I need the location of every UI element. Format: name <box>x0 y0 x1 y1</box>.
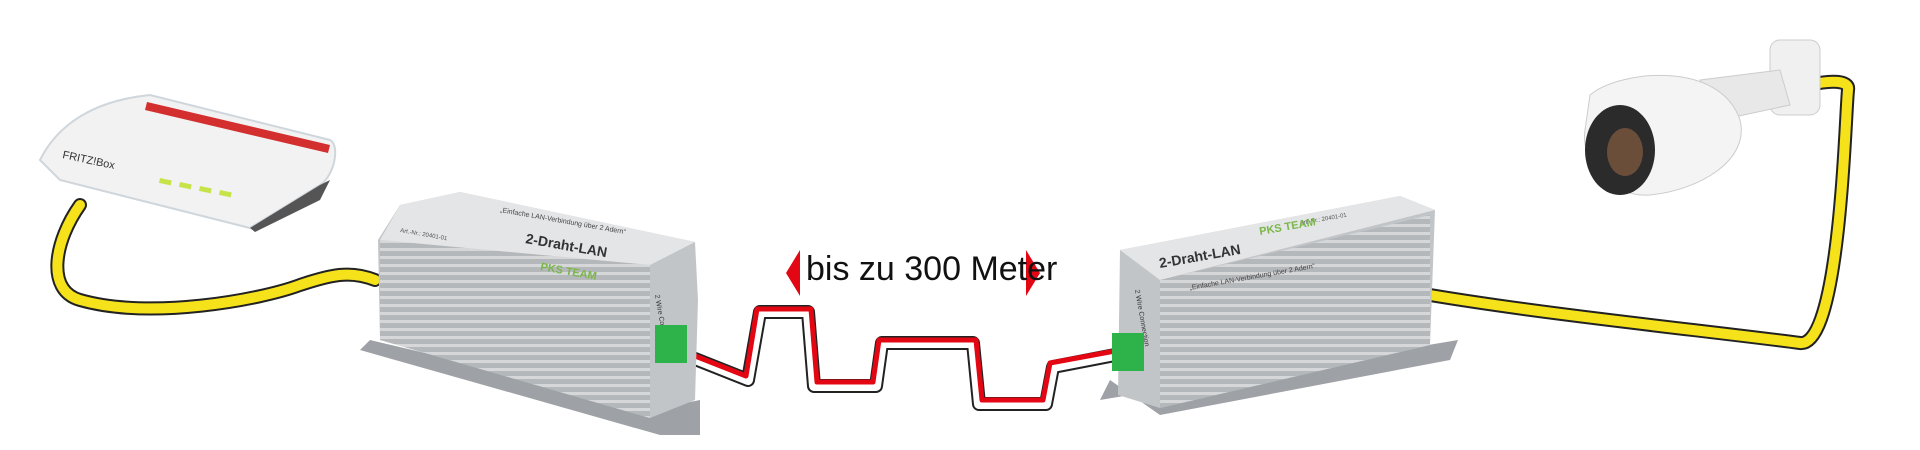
distance-label: bis zu 300 Meter <box>806 250 1058 288</box>
lan-cable-left <box>50 198 382 316</box>
terminal-block-right <box>1112 333 1144 371</box>
router-fritzbox: FRITZ!Box <box>38 93 337 232</box>
adapter-left: 2-Draht-LAN „Einfache LAN-Verbindung übe… <box>360 192 700 435</box>
two-wire-cable <box>682 305 1117 411</box>
terminal-block-left <box>655 325 687 363</box>
arrow-left-icon <box>786 250 800 296</box>
arrow-right-icon <box>1026 250 1040 296</box>
ip-camera <box>1583 39 1821 196</box>
adapter-right: 2-Draht-LAN „Einfache LAN-Verbindung übe… <box>1100 196 1458 415</box>
